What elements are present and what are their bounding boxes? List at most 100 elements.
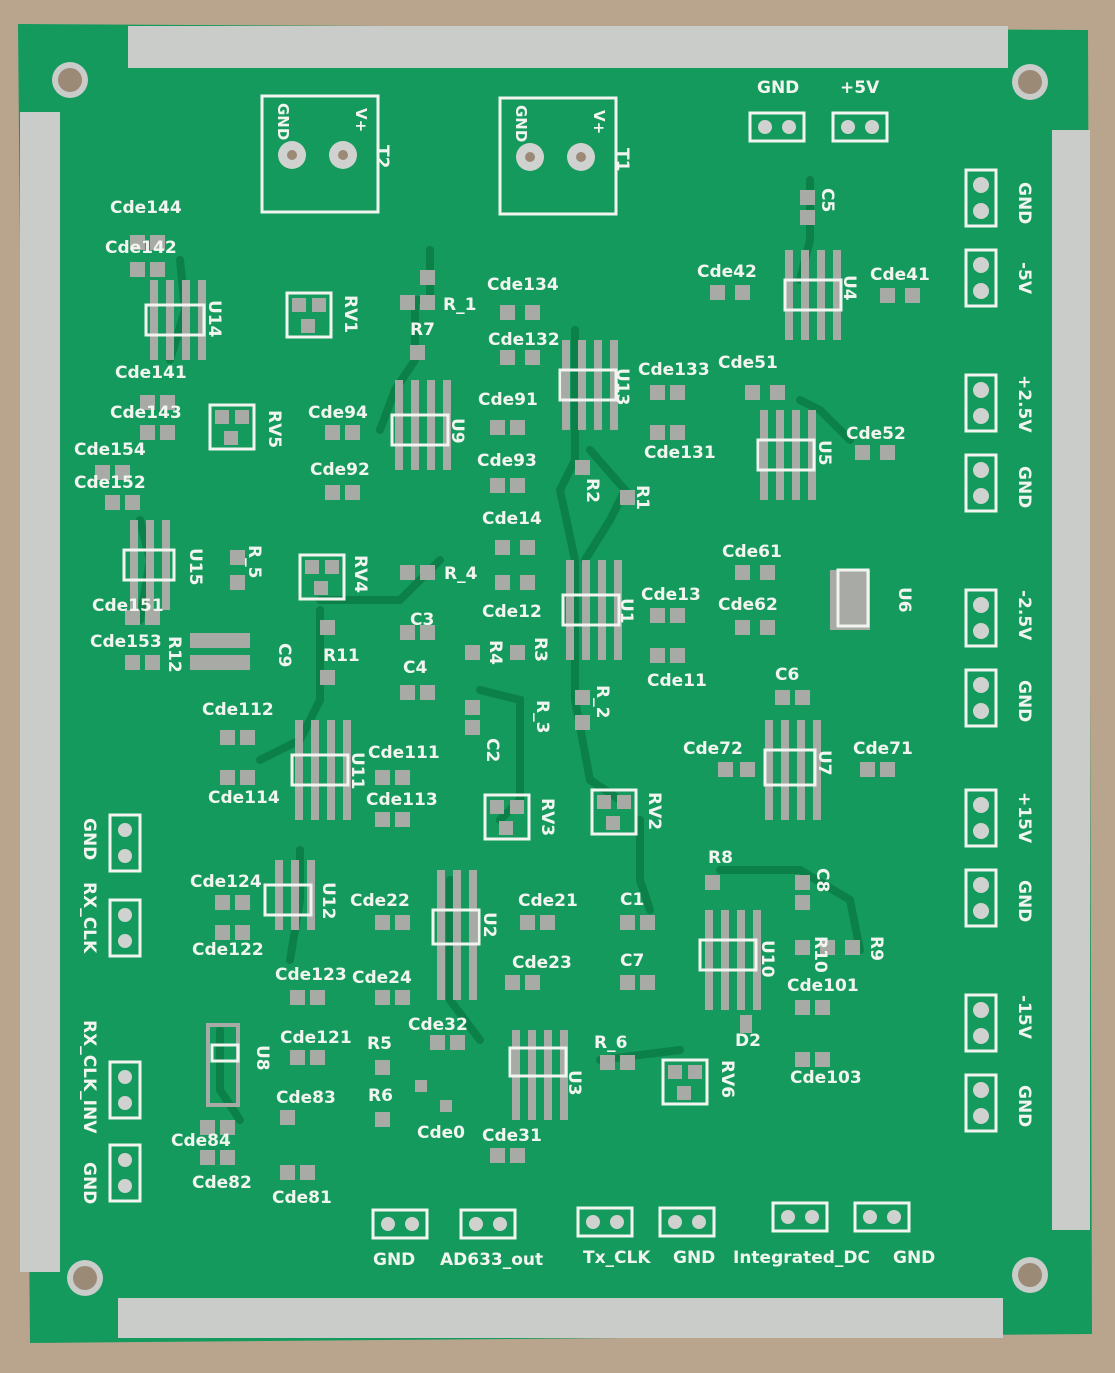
ic-label-u6: U6 <box>894 587 914 613</box>
label-cde151: Cde151 <box>92 596 164 616</box>
top-tin-rail <box>128 26 1008 68</box>
label-cde11: Cde11 <box>647 671 707 691</box>
label-cde13: Cde13 <box>641 585 701 605</box>
bottom-label-gnd-1: GND <box>373 1250 416 1270</box>
right-label-gnd-2: GND <box>1014 466 1034 509</box>
label-c5: C5 <box>817 188 837 213</box>
pot-label-rv1: RV1 <box>340 295 360 334</box>
bottom-label-integrated-dc: Integrated_DC <box>733 1248 871 1268</box>
right-label-minus5v: -5V <box>1014 262 1034 295</box>
right-tin-rail <box>1052 130 1090 1230</box>
label-cde52: Cde52 <box>846 424 906 444</box>
label-cde84: Cde84 <box>171 1131 231 1151</box>
right-rail-headers <box>964 168 998 1133</box>
label-cde152: Cde152 <box>74 473 146 493</box>
label-cde124: Cde124 <box>190 872 262 892</box>
label-r-3: R_3 <box>532 700 552 734</box>
label-cde82: Cde82 <box>192 1173 252 1193</box>
bottom-label-gnd-2: GND <box>673 1248 716 1268</box>
label-cde32: Cde32 <box>408 1015 468 1035</box>
label-cde133: Cde133 <box>638 360 710 380</box>
label-cde131: Cde131 <box>644 443 716 463</box>
label-c6: C6 <box>775 665 800 685</box>
label-cde143: Cde143 <box>110 403 182 423</box>
label-cde23: Cde23 <box>512 953 572 973</box>
label-c1: C1 <box>620 890 645 910</box>
terminal-blocks <box>260 94 618 216</box>
right-label-gnd-1: GND <box>1014 182 1034 225</box>
label-c4: C4 <box>403 658 428 678</box>
ic-label-u1: U1 <box>616 598 636 624</box>
label-c9: C9 <box>274 643 294 668</box>
label-cde114: Cde114 <box>208 788 280 808</box>
left-rail-headers <box>108 813 142 1203</box>
label-cde94: Cde94 <box>308 403 368 423</box>
label-cde113: Cde113 <box>366 790 438 810</box>
label-r12: R12 <box>164 636 184 673</box>
label-cde83: Cde83 <box>276 1088 336 1108</box>
label-r9: R9 <box>866 936 886 961</box>
label-cde121: Cde121 <box>280 1028 352 1048</box>
left-label-rx-clk-inv: RX_CLK_INV <box>79 1020 99 1134</box>
ic-label-u10: U10 <box>757 940 777 978</box>
label-cde154: Cde154 <box>74 440 146 460</box>
ic-label-u14: U14 <box>204 300 224 338</box>
right-label-gnd-4: GND <box>1014 880 1034 923</box>
bottom-label-ad633-out: AD633_out <box>440 1250 544 1270</box>
label-cde42: Cde42 <box>697 262 757 282</box>
label-cde132: Cde132 <box>488 330 560 350</box>
ic-label-u7: U7 <box>814 750 834 776</box>
copper-traces <box>136 176 864 1124</box>
label-cde112: Cde112 <box>202 700 274 720</box>
label-c3: C3 <box>410 610 435 630</box>
bottom-label-gnd-3: GND <box>893 1248 936 1268</box>
t1-pin-gnd: GND <box>512 105 530 143</box>
label-r3: R3 <box>530 637 550 662</box>
label-r-6: R_6 <box>594 1033 628 1053</box>
label-cde61: Cde61 <box>722 542 782 562</box>
t2-pin-vplus: V+ <box>352 108 370 133</box>
pot-label-rv5: RV5 <box>264 410 284 449</box>
right-label-gnd-3: GND <box>1014 680 1034 723</box>
right-label-plus2v5: +2.5V <box>1014 375 1034 433</box>
label-cde123: Cde123 <box>275 965 347 985</box>
label-r-2: R_2 <box>592 685 612 719</box>
label-r11: R11 <box>323 646 360 666</box>
label-cde41: Cde41 <box>870 265 930 285</box>
label-cde153: Cde153 <box>90 632 162 652</box>
label-cde62: Cde62 <box>718 595 778 615</box>
mounting-holes <box>52 62 1048 1296</box>
left-label-gnd-1: GND <box>79 818 99 861</box>
trimmer-pots <box>208 291 709 1106</box>
label-c2: C2 <box>482 738 502 763</box>
label-cde103: Cde103 <box>790 1068 862 1088</box>
label-cde22: Cde22 <box>350 891 410 911</box>
label-c7: C7 <box>620 951 645 971</box>
label-cde72: Cde72 <box>683 739 743 759</box>
smd-pads <box>95 190 920 1180</box>
label-cde142: Cde142 <box>105 238 177 258</box>
right-label-minus15v: -15V <box>1014 995 1034 1039</box>
label-r7: R7 <box>410 320 435 340</box>
top-label-gnd: GND <box>757 78 800 98</box>
label-r8: R8 <box>708 848 733 868</box>
t2-pin-gnd: GND <box>274 103 292 141</box>
label-r6: R6 <box>368 1086 393 1106</box>
top-headers <box>748 111 889 143</box>
ic-label-u11: U11 <box>347 752 367 790</box>
ic-label-u5: U5 <box>814 440 834 466</box>
label-cde31: Cde31 <box>482 1126 542 1146</box>
pot-label-rv6: RV6 <box>717 1060 737 1099</box>
label-cde93: Cde93 <box>477 451 537 471</box>
pot-label-rv3: RV3 <box>537 798 557 837</box>
label-r-4: R_4 <box>444 564 478 584</box>
left-label-rx-clk: RX_CLK <box>79 882 99 954</box>
right-label-minus2v5: -2.5V <box>1014 590 1034 641</box>
label-cde101: Cde101 <box>787 976 859 996</box>
pot-label-rv4: RV4 <box>350 555 370 594</box>
ic-label-u4: U4 <box>839 275 859 301</box>
label-cde122: Cde122 <box>192 940 264 960</box>
t1-pin-vplus: V+ <box>590 110 608 135</box>
right-rail-pads <box>973 177 989 1124</box>
